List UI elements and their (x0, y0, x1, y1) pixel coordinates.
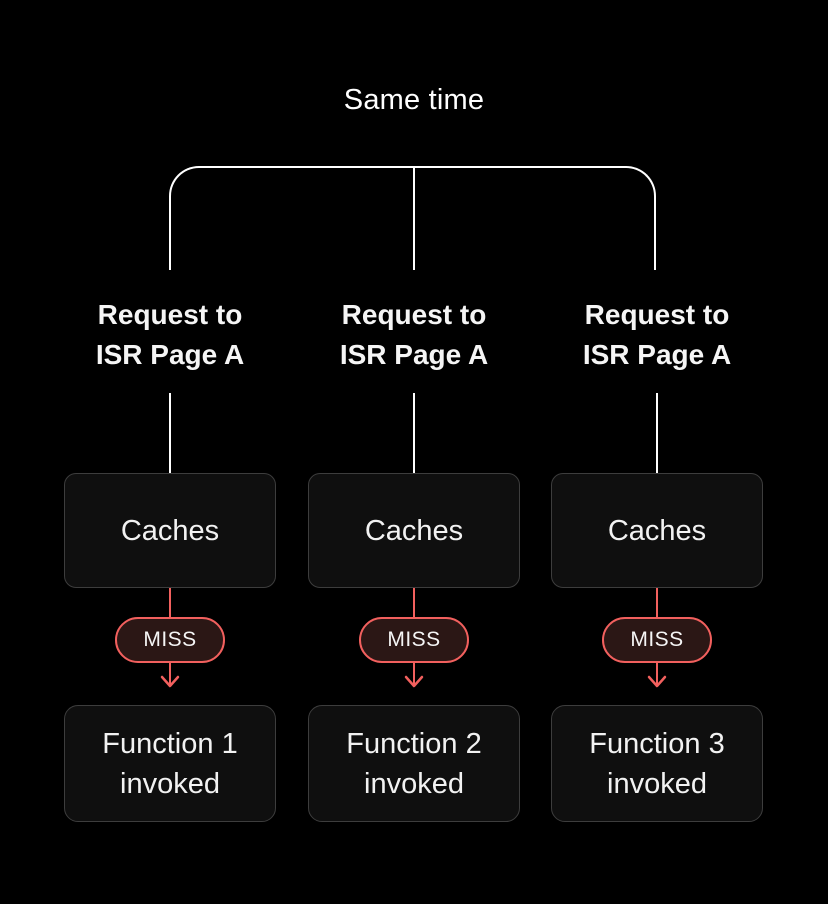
request-label: Request to ISR Page A (64, 295, 276, 375)
request-label-line2: ISR Page A (582, 339, 732, 370)
request-to-cache-connector (169, 393, 171, 473)
same-time-bracket-middle-line (413, 166, 415, 270)
request-to-cache-connector (413, 393, 415, 473)
cache-node-label: Caches (120, 514, 220, 547)
function-node-line2: invoked (364, 767, 464, 800)
diagram-title: Same time (343, 84, 485, 116)
request-label-line1: Request to (341, 299, 487, 330)
arrow-down-icon (404, 675, 424, 688)
same-time-bracket (169, 166, 656, 270)
function-node-line1: Function 1 (102, 727, 238, 760)
cache-miss-badge-label: MISS (630, 628, 684, 651)
request-to-cache-connector (656, 393, 658, 473)
cache-node: Caches (64, 473, 276, 588)
function-node: Function 1 invoked (64, 705, 276, 822)
flow-column-2: Request to ISR Page A Caches MISS Functi… (308, 295, 520, 830)
arrow-down-icon (160, 675, 180, 688)
request-label-line1: Request to (584, 299, 730, 330)
cache-node: Caches (551, 473, 763, 588)
function-node-line2: invoked (607, 767, 707, 800)
function-node-line1: Function 3 (589, 727, 725, 760)
function-node: Function 2 invoked (308, 705, 520, 822)
flow-column-1: Request to ISR Page A Caches MISS Functi… (64, 295, 276, 830)
cache-miss-badge: MISS (115, 617, 225, 663)
request-label: Request to ISR Page A (308, 295, 520, 375)
function-node-line2: invoked (120, 767, 220, 800)
flow-column-3: Request to ISR Page A Caches MISS Functi… (551, 295, 763, 830)
arrow-down-icon (647, 675, 667, 688)
function-node-line1: Function 2 (346, 727, 482, 760)
cache-miss-badge: MISS (359, 617, 469, 663)
request-label: Request to ISR Page A (551, 295, 763, 375)
cache-miss-badge: MISS (602, 617, 712, 663)
cache-miss-badge-label: MISS (143, 628, 197, 651)
cache-miss-badge-label: MISS (387, 628, 441, 651)
request-label-line1: Request to (97, 299, 243, 330)
cache-node-label: Caches (607, 514, 707, 547)
request-label-line2: ISR Page A (339, 339, 489, 370)
cache-node: Caches (308, 473, 520, 588)
function-node: Function 3 invoked (551, 705, 763, 822)
cache-node-label: Caches (364, 514, 464, 547)
request-label-line2: ISR Page A (95, 339, 245, 370)
